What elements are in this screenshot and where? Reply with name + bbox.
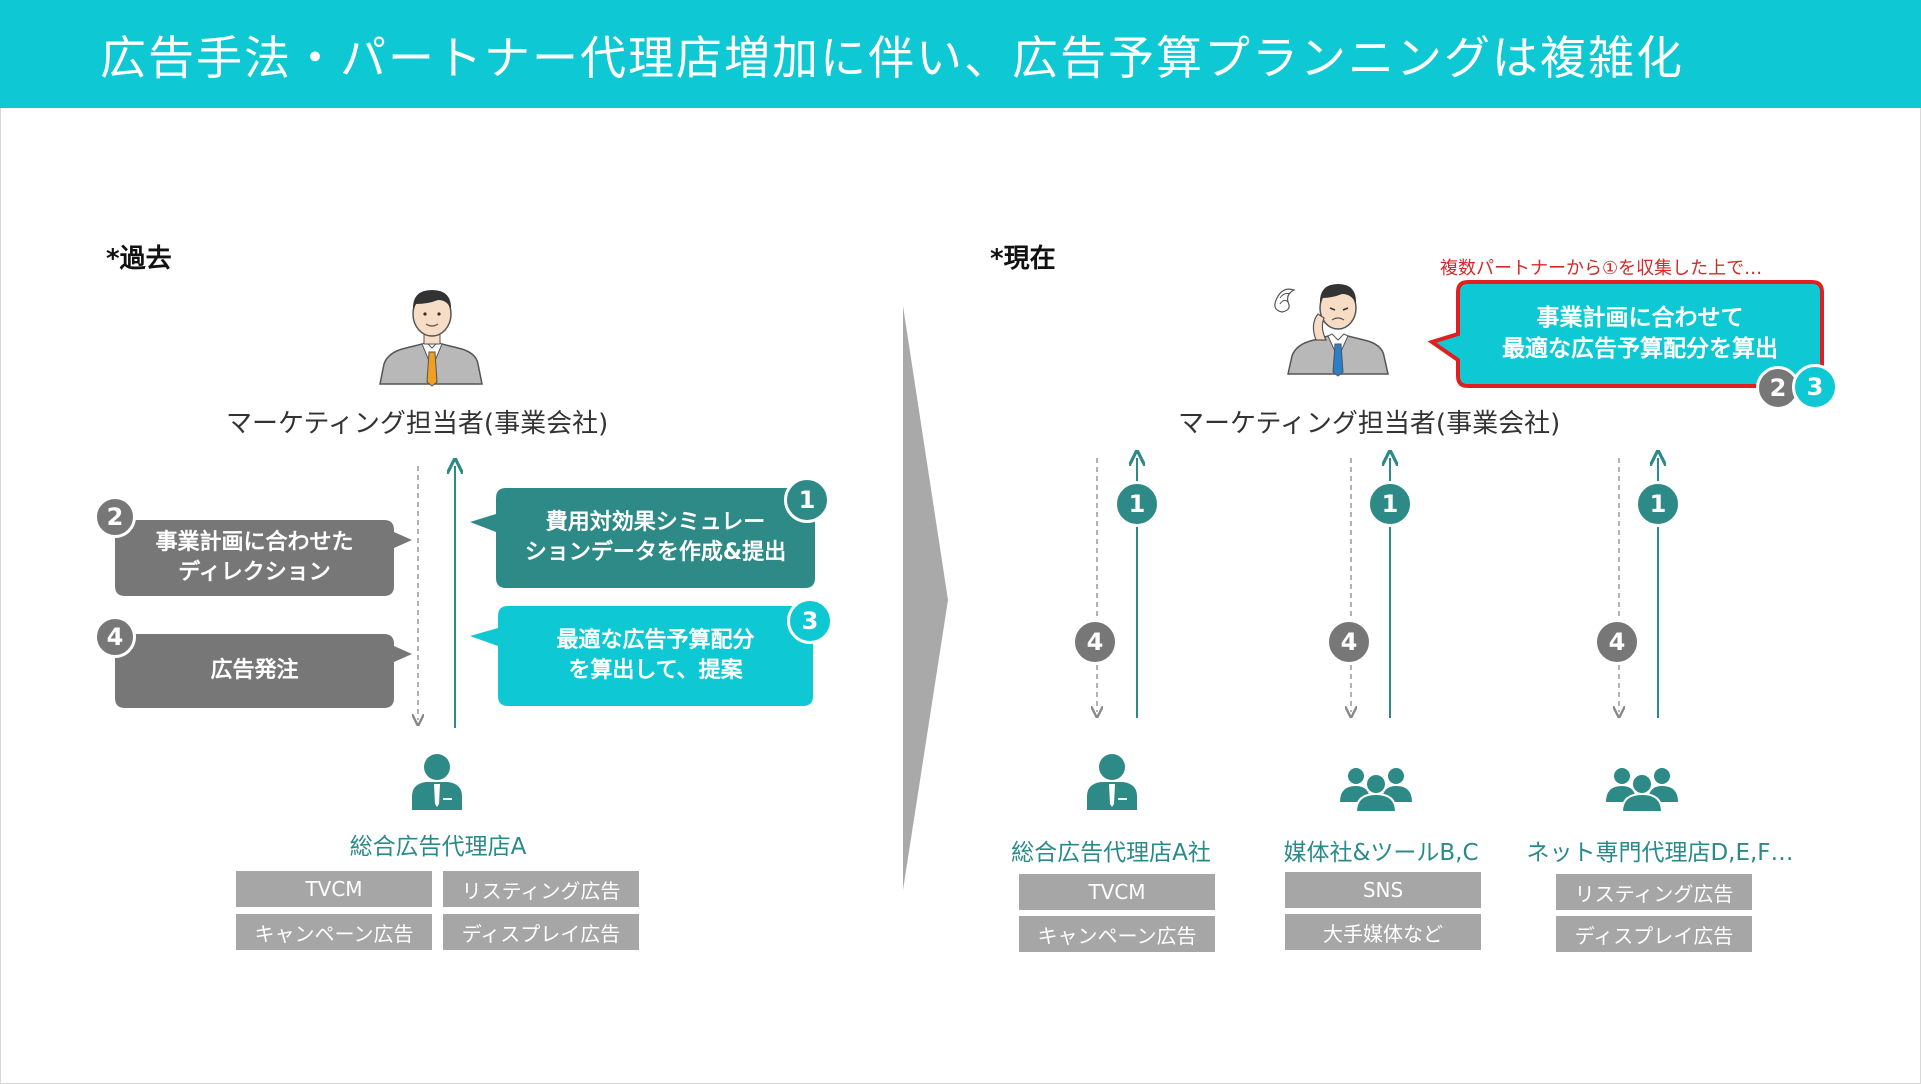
step-3-text-line1: 最適な広告予算配分 (556, 628, 755, 653)
bubble-4-shape (115, 634, 412, 708)
step-1-text-line1: 費用対効果シミュレー (545, 510, 766, 535)
partner-name: ネット専門代理店D,E,F… (1526, 840, 1794, 866)
flow-badge-1: 1 (1114, 481, 1160, 527)
step-2-text-line1: 事業計画に合わせた (155, 530, 354, 555)
callout-badge-2: 2 (1756, 366, 1800, 410)
worried-businessman-icon (1274, 284, 1389, 377)
past-tag: ディスプレイ広告 (443, 914, 639, 950)
flow-badge-4: 4 (1326, 619, 1372, 665)
callout-text-line1: 事業計画に合わせて (1536, 305, 1744, 331)
chevron-divider-icon (903, 306, 948, 890)
past-role-label: マーケティング担当者(事業会社) (226, 409, 609, 439)
step-3-bubble: 最適な広告予算配分を算出して、提案 (498, 606, 813, 706)
present-role-label: マーケティング担当者(事業会社) (1178, 409, 1561, 439)
bubble-3-shape (470, 606, 813, 706)
step-4-badge: 4 (94, 616, 136, 658)
present-section-label: *現在 (990, 244, 1056, 274)
partner-tag: キャンペーン広告 (1019, 916, 1215, 952)
group-icon (1606, 768, 1678, 813)
slide-title: 広告手法・パートナー代理店増加に伴い、広告予算プランニングは複雑化 (100, 31, 1684, 85)
title-bar: 広告手法・パートナー代理店増加に伴い、広告予算プランニングは複雑化 (0, 0, 1921, 108)
partner-tag: TVCM (1019, 874, 1215, 910)
step-3-badge: 3 (787, 598, 833, 644)
group-icon (1340, 768, 1412, 813)
step-2-badge: 2 (94, 496, 136, 538)
callout-text-line2: 最適な広告予算配分を算出 (1502, 336, 1778, 362)
partner-name: 総合広告代理店A社 (1011, 840, 1211, 866)
step-4-bubble: 広告発注 (115, 634, 394, 708)
present-note: 複数パートナーから①を収集した上で… (1440, 258, 1763, 279)
past-tag: リスティング広告 (443, 871, 639, 907)
partner-tag: リスティング広告 (1556, 874, 1752, 910)
step-2-bubble: 事業計画に合わせたディレクション (115, 520, 394, 596)
person-icon (412, 754, 462, 810)
businessman-icon (379, 290, 483, 387)
step-1-bubble: 費用対効果シミュレーションデータを作成&提出 (496, 488, 815, 588)
step-2-text-line2: ディレクション (178, 560, 331, 585)
past-agency-name: 総合広告代理店A (349, 834, 527, 860)
bubble-2-shape (115, 520, 412, 596)
flow-badge-1: 1 (1367, 481, 1413, 527)
partner-name: 媒体社&ツールB,C (1283, 840, 1479, 866)
step-3-text-line2: を算出して、提案 (568, 658, 743, 683)
flow-badge-1: 1 (1635, 481, 1681, 527)
step-4-text: 広告発注 (210, 658, 299, 683)
step-1-text-line2: ションデータを作成&提出 (524, 540, 787, 565)
callout-shape (1427, 280, 1824, 388)
past-tag: キャンペーン広告 (236, 914, 432, 950)
callout-badge-3: 3 (1792, 364, 1838, 410)
present-callout: 事業計画に合わせて最適な広告予算配分を算出 (1458, 282, 1822, 386)
flow-badge-4: 4 (1072, 619, 1118, 665)
past-section-label: *過去 (106, 244, 172, 274)
bubble-1-shape (470, 488, 815, 588)
step-1-badge: 1 (784, 477, 830, 523)
partner-tag: ディスプレイ広告 (1556, 916, 1752, 952)
partner-tag: SNS (1285, 872, 1481, 908)
partner-tag: 大手媒体など (1285, 914, 1481, 950)
flow-badge-4: 4 (1594, 619, 1640, 665)
past-tag: TVCM (236, 871, 432, 907)
person-icon (1087, 754, 1137, 810)
